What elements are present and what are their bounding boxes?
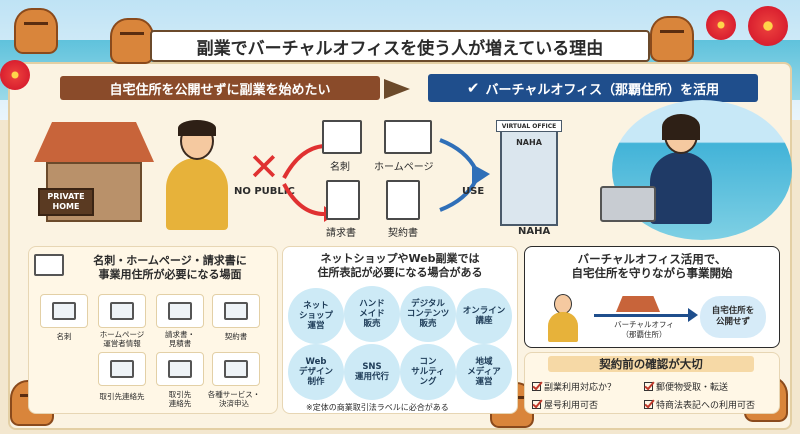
shisa-icon [14, 8, 58, 54]
result-badge: 自宅住所を 公開せず [700, 296, 766, 338]
panel1-title: 名刺・ホームページ・請求書に 事業用住所が必要になる場面 [93, 254, 247, 281]
doc-label-card: 名刺 [330, 162, 350, 173]
panel1-item-label: 各種サービス・ 決済申込 [207, 390, 261, 408]
panel1-item-label: 請求書・ 見積書 [165, 330, 195, 348]
job-bubble: ネット ショップ 運営 [288, 288, 344, 344]
card-item-icon [40, 294, 88, 328]
man-hair [178, 120, 216, 136]
panel-business-address [28, 246, 278, 414]
webpage-icon [384, 120, 432, 154]
checkbox-icon [532, 382, 541, 391]
use-label: USE [462, 186, 485, 197]
phone-item-icon [98, 352, 146, 386]
panel2-title: ネットショップやWeb副業では 住所表記が必要になる場合がある [317, 252, 483, 279]
checkbox-icon [644, 382, 653, 391]
red-cross-icon: ✕ [248, 145, 280, 189]
virtual-office-building [500, 124, 558, 226]
private-home-sign: PRIVATE HOME [38, 188, 94, 216]
small-person-illustration [548, 294, 578, 344]
checkbox-icon [532, 400, 541, 409]
arrow-right-icon [594, 314, 690, 317]
business-card-icon [322, 120, 362, 154]
banner-right: ✔ バーチャルオフィス（那覇住所）を活用 [428, 74, 758, 102]
contract-icon [386, 180, 420, 220]
location-label: NAHA [518, 226, 551, 237]
doc-label-invoice: 請求書 [326, 228, 356, 239]
hibiscus-icon [706, 10, 736, 40]
contact-item-icon [156, 352, 204, 386]
house-illustration [34, 122, 154, 228]
arrow-right-icon [384, 79, 410, 99]
panel1-item-label: 取引先 連絡先 [168, 390, 192, 408]
checklist-item: 屋号利用可否 [532, 398, 598, 411]
banner-left: 自宅住所を公開せずに副業を始めたい [60, 76, 380, 100]
panel4-title: 契約前の確認が大切 [548, 356, 754, 372]
worried-man-illustration [166, 120, 228, 232]
building-name: NAHA [516, 138, 542, 147]
job-bubble: デジタル コンテンツ 販売 [400, 286, 456, 342]
house-roof [34, 122, 154, 162]
invoice-icon [326, 180, 360, 220]
business-card-icon [34, 254, 64, 276]
checklist-item: 郵便物受取・転送 [644, 380, 728, 393]
panel1-item-label: 契約書 [224, 332, 248, 341]
doc-label-contract: 契約書 [388, 228, 418, 239]
office-label: バーチャルオフィ （那覇住所） [614, 320, 674, 339]
woman-torso [650, 152, 712, 224]
job-bubble: Web デザイン 制作 [288, 344, 344, 400]
doc-label-web: ホームページ [374, 162, 434, 173]
merge-arrows-icon [439, 138, 490, 212]
arrow-head-icon [688, 308, 698, 322]
no-public-label: NO PUBLIC [234, 186, 295, 197]
panel3-title: バーチャルオフィス活用で、 自宅住所を守りながら事業開始 [571, 252, 733, 280]
house-roof-small-icon [616, 296, 660, 312]
job-bubble: ハンド メイド 販売 [344, 286, 400, 342]
panel1-item-label: ホームページ 運営者情報 [99, 330, 145, 348]
hibiscus-icon [0, 60, 30, 90]
panel1-item-label: 取引先連絡先 [99, 392, 145, 401]
checkbox-icon [644, 400, 653, 409]
woman-hair [662, 114, 700, 140]
check-icon: ✔ [466, 79, 480, 97]
payment-item-icon [212, 352, 260, 386]
job-bubble: コン サルティ ング [400, 344, 456, 400]
contract-item-icon [212, 294, 260, 328]
page-title: 副業でバーチャルオフィスを使う人が増えている理由 [150, 30, 650, 62]
job-bubble: 地域 メディア 運営 [456, 344, 512, 400]
hibiscus-icon [748, 6, 788, 46]
job-bubble: SNS 運用代行 [344, 344, 400, 400]
man-torso [166, 158, 228, 230]
job-bubble: オンライン 講座 [456, 288, 512, 344]
laptop-icon [600, 186, 656, 222]
building-sign: VIRTUAL OFFICE [496, 120, 562, 132]
shisa-icon [110, 18, 154, 64]
panel2-note: ※定体の商業取引法ラベルに必合がある [306, 403, 449, 412]
invoice-item-icon [156, 294, 204, 328]
shisa-icon [650, 16, 694, 62]
web-item-icon [98, 294, 146, 328]
checklist-item: 特商法表記への利用可否 [644, 398, 755, 411]
panel1-item-label: 名刺 [56, 332, 72, 341]
businesswoman-illustration [650, 114, 712, 226]
checklist-item: 副業利用対応か？ [532, 380, 616, 393]
banner-right-label: バーチャルオフィス（那覇住所）を活用 [485, 82, 720, 98]
